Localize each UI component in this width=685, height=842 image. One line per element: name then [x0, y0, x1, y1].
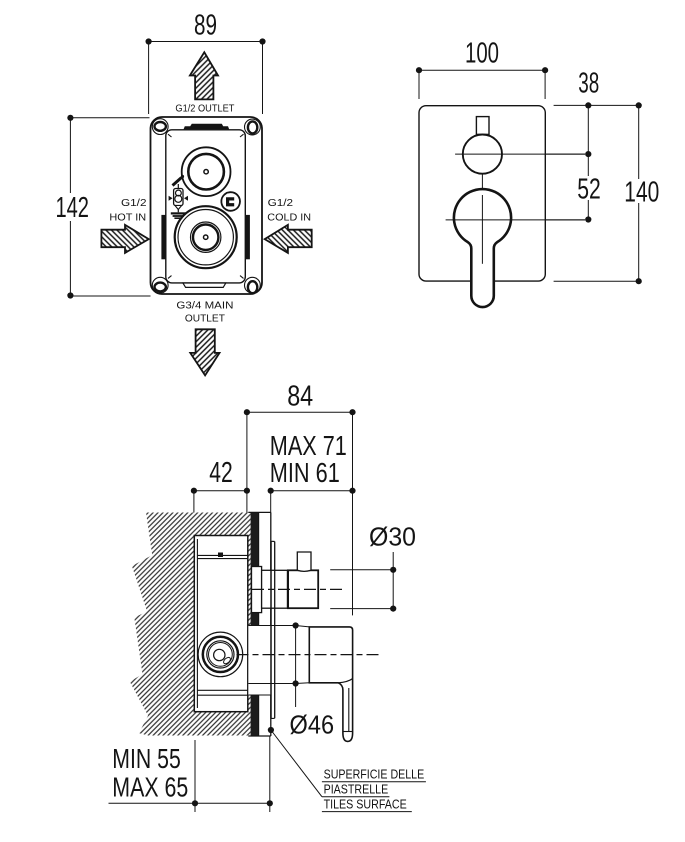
svg-text:TILES SURFACE: TILES SURFACE: [324, 797, 407, 811]
svg-text:G1/2 OUTLET: G1/2 OUTLET: [175, 104, 235, 115]
svg-text:G3/4 MAIN: G3/4 MAIN: [176, 300, 233, 311]
svg-text:G1/2: G1/2: [268, 198, 294, 209]
svg-text:HOT IN: HOT IN: [109, 213, 146, 224]
svg-text:100: 100: [465, 38, 499, 70]
svg-text:PIASTRELLE: PIASTRELLE: [324, 783, 389, 797]
svg-text:Ø46: Ø46: [290, 710, 335, 740]
svg-text:MAX 65: MAX 65: [112, 772, 188, 803]
svg-text:G1/2: G1/2: [121, 198, 147, 209]
svg-text:MIN 61: MIN 61: [270, 457, 340, 488]
svg-text:84: 84: [287, 381, 313, 413]
svg-text:OUTLET: OUTLET: [185, 314, 226, 325]
svg-text:38: 38: [578, 67, 599, 99]
svg-text:MIN 55: MIN 55: [112, 743, 181, 774]
svg-text:SUPERFICIE DELLE: SUPERFICIE DELLE: [324, 768, 425, 782]
svg-text:52: 52: [577, 174, 601, 206]
svg-text:140: 140: [624, 177, 659, 209]
svg-text:142: 142: [55, 192, 89, 224]
svg-text:89: 89: [194, 10, 217, 42]
svg-text:42: 42: [209, 457, 233, 489]
svg-text:COLD IN: COLD IN: [267, 213, 311, 224]
svg-text:Ø30: Ø30: [369, 522, 416, 552]
svg-text:MAX 71: MAX 71: [270, 430, 347, 461]
